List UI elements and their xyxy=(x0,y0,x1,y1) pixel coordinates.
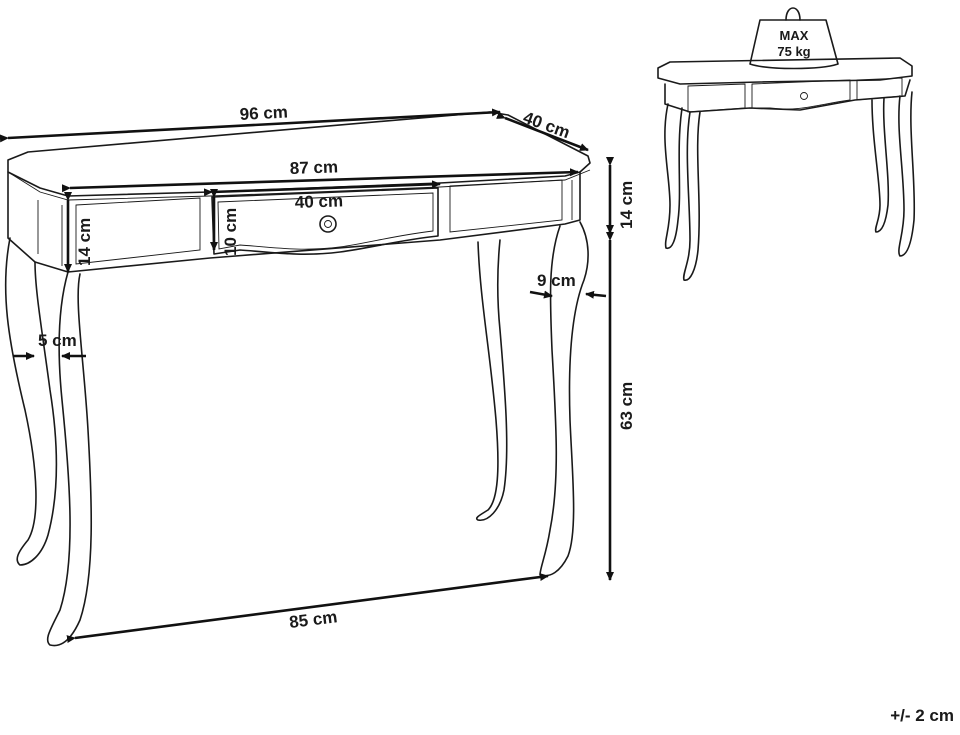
small-leg-back xyxy=(871,97,890,233)
label-drawer-width: 40 cm xyxy=(294,191,343,212)
leg-front-left xyxy=(4,237,58,566)
leg-front-left-2 xyxy=(46,271,93,647)
drawer-knob-center xyxy=(324,220,332,228)
leg-front-right xyxy=(539,221,589,577)
dim-line-leg-offset-b xyxy=(585,290,607,299)
dim-line-leg-span xyxy=(66,573,549,644)
leg-back-right xyxy=(475,239,508,521)
small-apron xyxy=(664,79,911,113)
small-drawer xyxy=(751,79,851,110)
label-leg-width: 5 cm xyxy=(38,331,77,350)
apron-side-left xyxy=(7,171,69,273)
label-leg-span: 85 cm xyxy=(288,607,338,632)
load-max-label: MAX xyxy=(780,28,809,43)
tolerance-note: +/- 2 cm xyxy=(890,706,954,725)
panel-right xyxy=(449,179,563,233)
small-panel-left xyxy=(687,83,746,113)
drawer-inner xyxy=(217,192,434,250)
panel-left xyxy=(75,197,201,265)
small-table-top xyxy=(657,57,913,85)
label-leg-height: 63 cm xyxy=(617,382,636,430)
label-drawer-height: 10 cm xyxy=(221,208,240,256)
drawer-front xyxy=(211,187,439,255)
label-side-apron-height: 14 cm xyxy=(617,181,636,229)
load-table-drawing: MAX 75 kg xyxy=(657,7,916,281)
label-inner-width: 87 cm xyxy=(289,157,338,178)
small-leg-left xyxy=(664,103,683,249)
weight-icon xyxy=(749,19,839,70)
dim-line-drawer-width xyxy=(203,180,441,197)
dim-line-depth xyxy=(496,111,589,152)
label-leg-offset: 9 cm xyxy=(537,271,576,290)
drawer-knob xyxy=(319,215,337,233)
load-weight-label: 75 kg xyxy=(777,44,810,59)
dim-line-inner-width xyxy=(61,168,579,193)
dimension-labels: 96 cm 40 cm 87 cm 40 cm 10 cm 14 cm 5 cm… xyxy=(38,102,636,631)
weight-handle xyxy=(785,7,801,21)
label-depth: 40 cm xyxy=(521,108,573,142)
dim-line-width xyxy=(0,108,501,143)
small-leg-right xyxy=(898,91,916,257)
dimension-lines xyxy=(0,108,614,644)
small-panel-right xyxy=(856,77,903,101)
label-apron-height: 14 cm xyxy=(75,218,94,266)
label-width: 96 cm xyxy=(239,102,288,123)
small-leg-left-2 xyxy=(682,111,701,281)
small-drawer-knob xyxy=(800,92,808,100)
apron-side-panel xyxy=(37,200,63,266)
dim-line-leg-offset-a xyxy=(529,290,553,299)
